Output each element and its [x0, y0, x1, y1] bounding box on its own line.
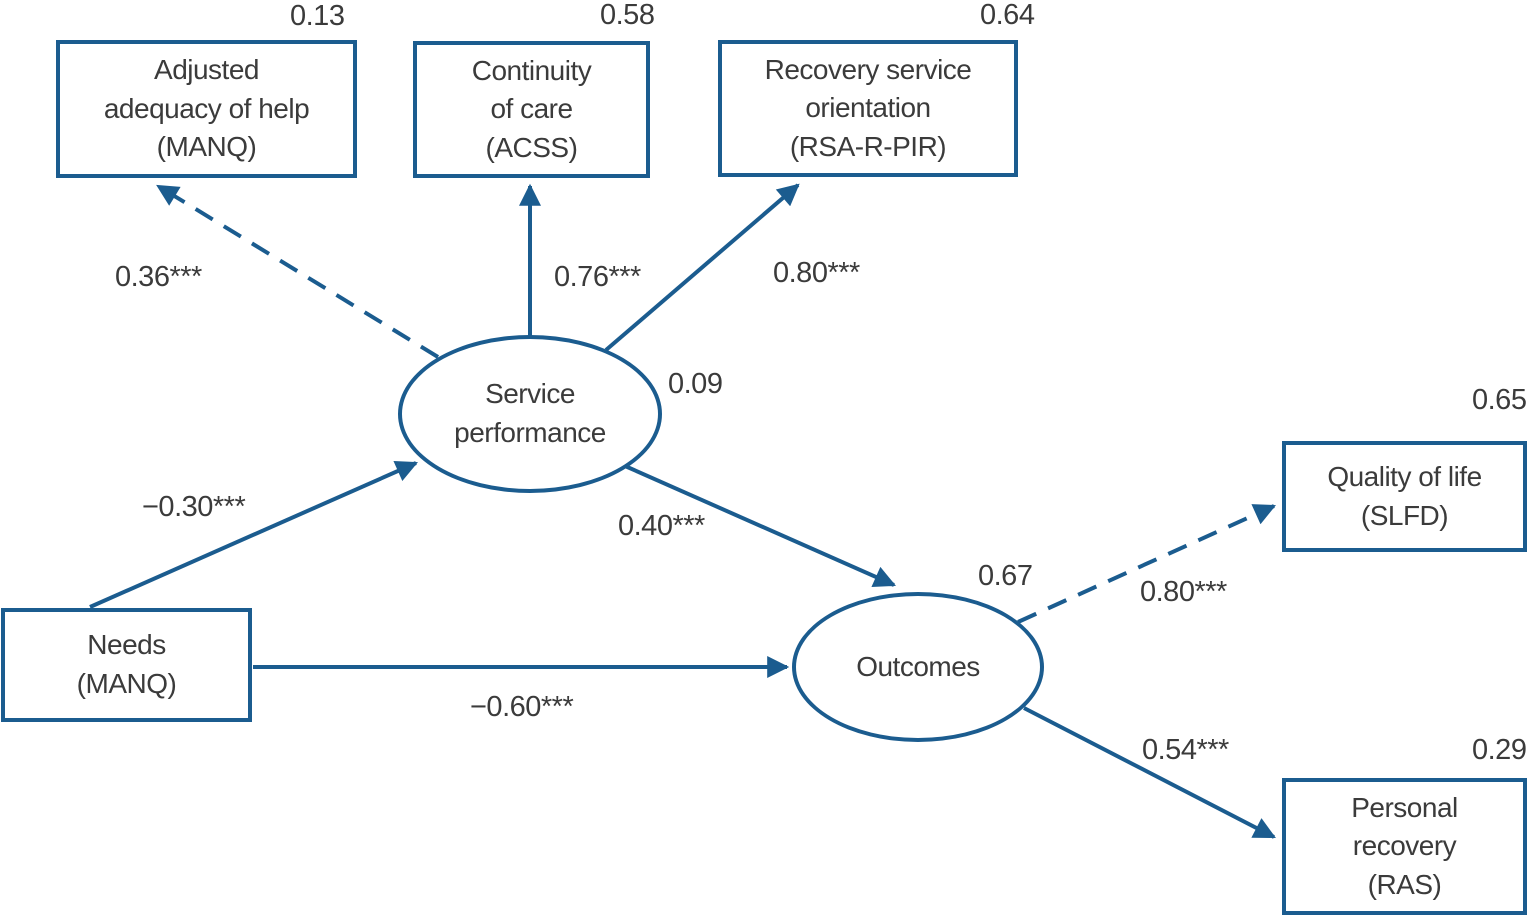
node-label-personal-recovery: Personal recovery (RAS)	[1351, 791, 1458, 900]
node-service-performance: Service performance	[398, 335, 662, 493]
variance-service-performance: 0.09	[668, 368, 723, 400]
node-quality-of-life: Quality of life (SLFD)	[1282, 441, 1527, 552]
variance-quality-of-life: 0.65	[1472, 384, 1527, 416]
node-label-needs: Needs (MANQ)	[76, 629, 177, 699]
edge-service-performance-to-recovery-orientation	[604, 183, 800, 352]
edge-needs-to-service-performance	[89, 460, 419, 609]
node-label-recovery-service-orientation: Recovery service orientation (RSA-R-PIR)	[764, 53, 972, 162]
coef-sp-to-outcomes: 0.40***	[618, 510, 705, 542]
node-recovery-service-orientation: Recovery service orientation (RSA-R-PIR)	[718, 40, 1018, 177]
node-continuity-of-care: Continuity of care (ACSS)	[413, 41, 650, 178]
coef-needs-to-outcomes: −0.60***	[470, 691, 574, 723]
variance-outcomes: 0.67	[978, 560, 1033, 592]
edge-outcomes-to-personal-recovery	[1023, 706, 1276, 839]
coef-sp-to-continuity: 0.76***	[554, 261, 641, 293]
node-needs: Needs (MANQ)	[1, 608, 252, 722]
coef-sp-to-recovery-orientation: 0.80***	[773, 257, 860, 289]
coef-sp-to-adequacy: 0.36***	[115, 261, 202, 293]
node-label-service-performance: Service performance	[454, 378, 606, 448]
edge-outcomes-to-quality-of-life	[1017, 504, 1277, 624]
coef-needs-to-sp: −0.30***	[142, 491, 246, 523]
variance-continuity: 0.58	[600, 0, 655, 31]
variance-recovery-orientation: 0.64	[980, 0, 1035, 31]
coef-outcomes-to-qol: 0.80***	[1140, 576, 1227, 608]
node-label-adjusted-adequacy-of-help: Adjusted adequacy of help (MANQ)	[103, 54, 310, 163]
node-label-continuity-of-care: Continuity of care (ACSS)	[471, 54, 592, 163]
node-label-quality-of-life: Quality of life (SLFD)	[1327, 460, 1482, 531]
variance-personal-recovery: 0.29	[1472, 734, 1527, 766]
node-label-outcomes: Outcomes	[856, 650, 980, 682]
variance-adequacy: 0.13	[290, 0, 345, 32]
node-personal-recovery: Personal recovery (RAS)	[1282, 778, 1527, 915]
edge-service-performance-to-outcomes	[624, 464, 897, 588]
edge-service-performance-to-adequacy	[156, 184, 440, 359]
coef-outcomes-to-pr: 0.54***	[1142, 734, 1229, 766]
node-adjusted-adequacy-of-help: Adjusted adequacy of help (MANQ)	[56, 40, 357, 178]
node-outcomes: Outcomes	[792, 592, 1044, 742]
